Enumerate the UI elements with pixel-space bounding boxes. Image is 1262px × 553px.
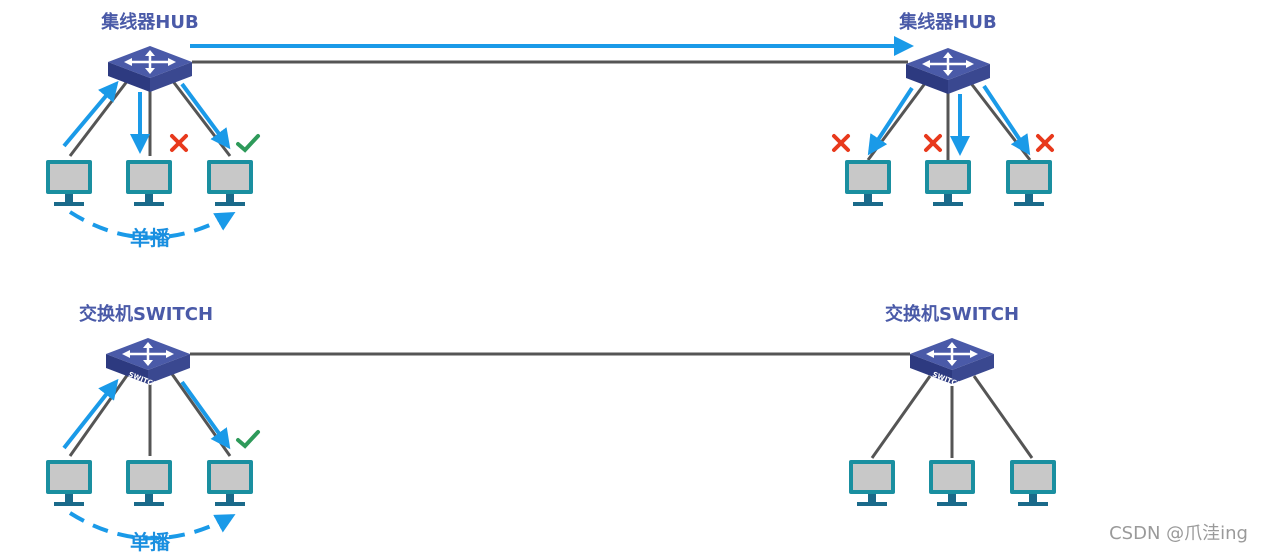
- unicast-arrow-hub: [68, 210, 236, 240]
- hub-label-right: 集线器HUB: [898, 11, 996, 33]
- hub-right-pc-3: [1006, 160, 1052, 206]
- check-icon: [236, 134, 260, 153]
- switch-right-pc-1: [849, 460, 895, 506]
- hub-left-arrow-pc3: [180, 82, 231, 150]
- hub-right-pc-1: [845, 160, 891, 206]
- hub-icon-right: [904, 46, 992, 96]
- cross-icon: [924, 134, 942, 152]
- hub-left-pc-2: [126, 160, 172, 206]
- cross-icon: [1036, 134, 1054, 152]
- cross-icon: [832, 134, 850, 152]
- hub-right-arrow-pc1: [867, 86, 914, 156]
- hub-right-pc-2: [925, 160, 971, 206]
- hub-left-arrow-in: [62, 80, 119, 148]
- switch-label-right: 交换机SWITCH: [885, 303, 1019, 325]
- switch-left-pc-2: [126, 460, 172, 506]
- unicast-label-switch: 单播: [130, 530, 171, 553]
- unicast-label-hub: 单播: [130, 226, 171, 250]
- hub-icon-left: [106, 44, 194, 94]
- switch-right-pc-2: [929, 460, 975, 506]
- watermark: CSDN @爪洼ing: [1109, 523, 1248, 544]
- hub-section: 集线器HUB 单播 集线器HUB: [46, 11, 1054, 250]
- cross-icon: [170, 134, 188, 152]
- switch-left-arrow-pc3: [180, 380, 231, 450]
- switch-label-left: 交换机SWITCH: [79, 303, 213, 325]
- switch-left-pc-3: [207, 460, 253, 506]
- switch-section: 交换机SWITCH SWITCH 单播 交换机SWITCH SWITCH: [46, 303, 1056, 553]
- hub-left-pc-3: [207, 160, 253, 206]
- switch-left-arrow-in: [62, 378, 119, 450]
- switch-left-pc-1: [46, 460, 92, 506]
- hub-label-left: 集线器HUB: [100, 11, 198, 33]
- hub-right-arrow-pc3: [982, 84, 1031, 156]
- switch-right-pc-3: [1010, 460, 1056, 506]
- hub-left-pc-1: [46, 160, 92, 206]
- unicast-arrow-switch: [68, 511, 236, 541]
- check-icon: [236, 430, 260, 449]
